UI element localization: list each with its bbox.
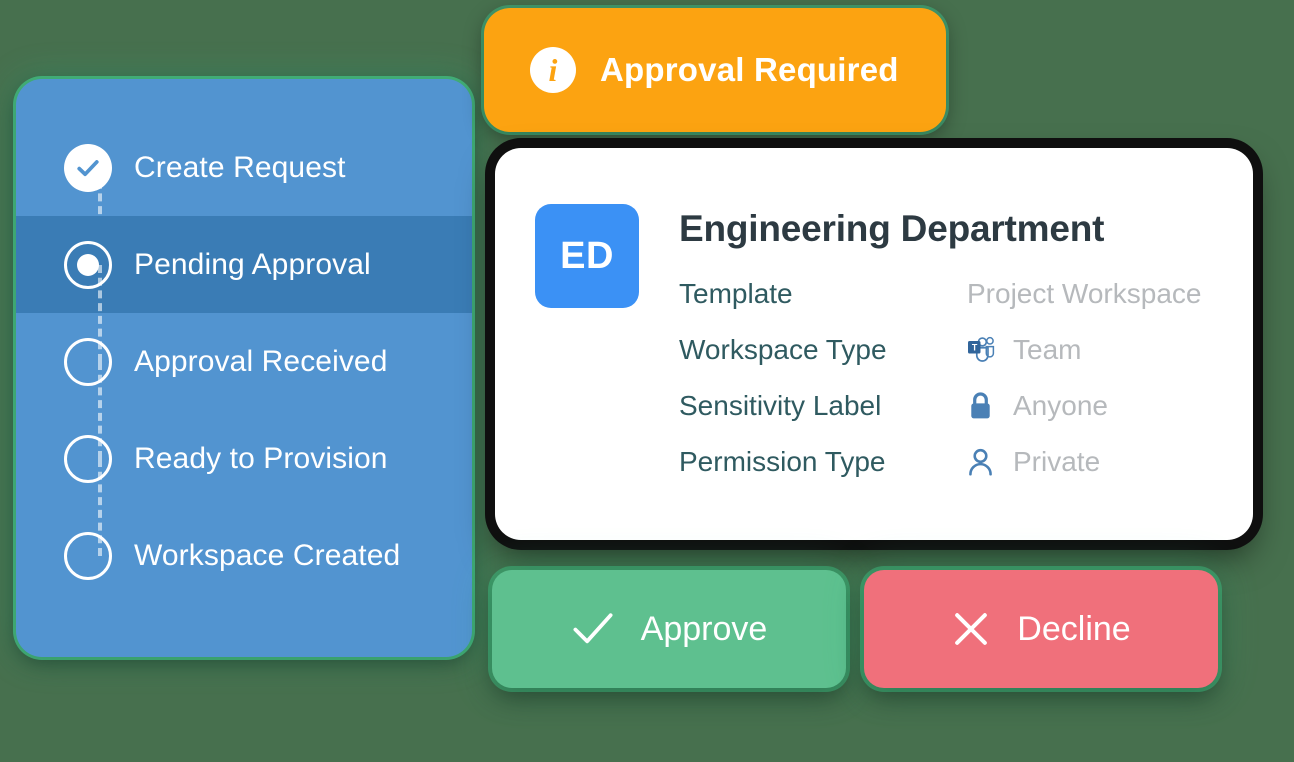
detail-row-workspace-type: Workspace Type T Tea (679, 322, 1201, 378)
card-content: Engineering Department Template Project … (679, 204, 1201, 490)
circle-outline-icon (64, 434, 112, 483)
approve-button-label: Approve (640, 609, 768, 648)
person-icon (967, 447, 1001, 477)
avatar: ED (535, 204, 639, 308)
lock-icon (967, 391, 1001, 421)
detail-value: Team (1013, 334, 1082, 365)
detail-row-sensitivity-label: Sensitivity Label Anyone (679, 378, 1201, 434)
check-icon (571, 609, 615, 649)
approve-button[interactable]: Approve (492, 570, 846, 688)
detail-row-template: Template Project Workspace (679, 266, 1201, 322)
step-item-workspace-created[interactable]: Workspace Created (16, 507, 472, 604)
workflow-step-list: Create Request Pending Approval Approval… (16, 119, 472, 604)
detail-value-group: T Team (967, 334, 1081, 366)
action-button-row: Approve Decline (492, 570, 1218, 706)
decline-button[interactable]: Decline (864, 570, 1218, 688)
card-header: ED Engineering Department Template Proje… (535, 204, 1253, 490)
banner-title: Approval Required (600, 51, 899, 88)
detail-value: Anyone (1013, 390, 1108, 421)
detail-value: Private (1013, 446, 1101, 477)
step-connector-line (98, 458, 102, 556)
request-detail-card: ED Engineering Department Template Proje… (495, 148, 1253, 540)
detail-label: Permission Type (679, 446, 886, 477)
detail-value-group: Anyone (967, 390, 1108, 422)
step-label: Create Request (134, 150, 346, 184)
detail-label: Workspace Type (679, 334, 887, 365)
step-connector-line (98, 264, 102, 362)
step-item-pending-approval[interactable]: Pending Approval (16, 216, 472, 362)
detail-value-group: Private (967, 446, 1100, 478)
step-label: Workspace Created (134, 538, 401, 572)
page-title: Engineering Department (679, 208, 1105, 249)
step-label: Ready to Provision (134, 441, 388, 475)
step-item-ready-to-provision[interactable]: Ready to Provision (16, 410, 472, 556)
circle-outline-icon (64, 531, 112, 580)
approval-required-banner: i Approval Required (484, 8, 946, 132)
x-icon (951, 609, 991, 649)
step-item-create-request[interactable]: Create Request (16, 119, 472, 265)
detail-value-group: Project Workspace (967, 278, 1201, 310)
detail-label: Sensitivity Label (679, 390, 882, 421)
circle-outline-icon (64, 337, 112, 386)
detail-row-permission-type: Permission Type Private (679, 434, 1201, 490)
step-label: Approval Received (134, 344, 388, 378)
decline-button-label: Decline (1017, 609, 1131, 648)
step-connector-line (98, 361, 102, 459)
step-item-approval-received[interactable]: Approval Received (16, 313, 472, 459)
step-label: Pending Approval (134, 247, 371, 281)
radio-selected-icon (64, 240, 112, 289)
info-circle-icon: i (530, 47, 576, 93)
microsoft-teams-icon: T (967, 336, 1001, 364)
workflow-stepper-panel: Create Request Pending Approval Approval… (16, 79, 472, 657)
detail-value: Project Workspace (967, 278, 1202, 309)
detail-label: Template (679, 278, 793, 309)
check-circle-icon (64, 143, 112, 192)
svg-text:T: T (972, 342, 978, 352)
